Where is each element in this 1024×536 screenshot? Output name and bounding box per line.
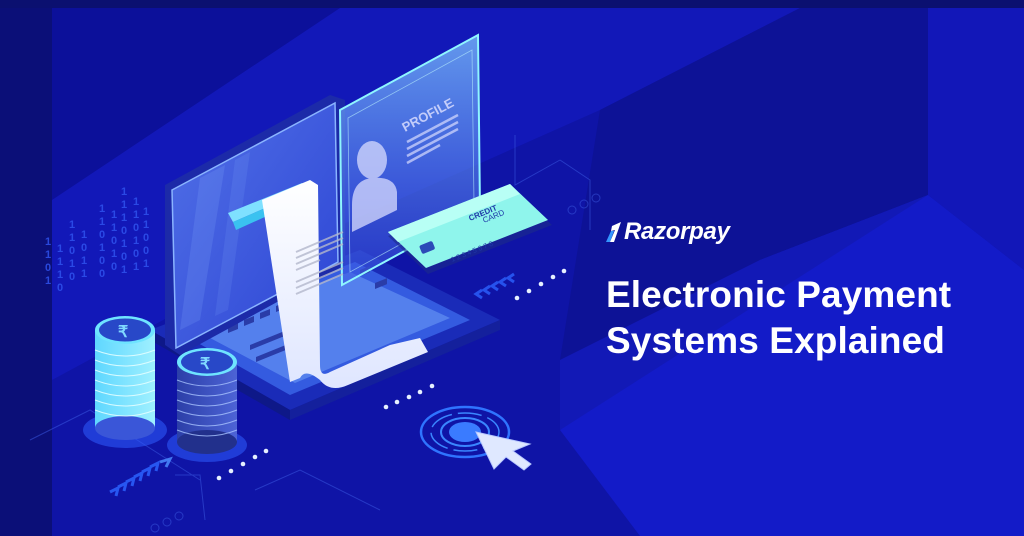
credit-card: CREDIT CARD 1 2 3 4 5 6 7 8 [388,184,552,274]
svg-text:1: 1 [81,229,87,241]
svg-text:0: 0 [45,262,51,274]
svg-text:0: 0 [99,229,105,241]
svg-text:1: 1 [133,261,139,273]
svg-text:1: 1 [45,249,51,261]
coin-stack-dark: ₹ [167,348,247,462]
svg-text:0: 0 [143,245,149,257]
arrow-chevrons-bottom [109,456,173,497]
svg-text:0: 0 [69,245,75,257]
headline-line-2: Systems Explained [606,320,945,361]
svg-text:1: 1 [69,219,75,231]
svg-text:0: 0 [69,271,75,283]
svg-text:0: 0 [121,225,127,237]
glow-dots-laptop [383,383,435,410]
card-chip-icon [419,241,435,254]
svg-text:1: 1 [57,256,63,268]
svg-text:1: 1 [57,243,63,255]
svg-text:1: 1 [81,255,87,267]
headline-line-1: Electronic Payment [606,274,952,315]
razorpay-logo-mark-icon [606,222,621,242]
svg-text:1: 1 [81,268,87,280]
user-avatar-icon [352,141,397,232]
svg-text:1: 1 [57,269,63,281]
svg-text:1: 1 [69,258,75,270]
svg-text:1: 1 [69,232,75,244]
brand-logo: Razorpay [604,218,730,246]
svg-text:0: 0 [133,248,139,260]
svg-text:0: 0 [121,251,127,263]
laptop-screen [165,95,345,355]
brand-name: Razorpay [624,218,730,245]
svg-text:1: 1 [45,275,51,287]
svg-text:1: 1 [99,216,105,228]
svg-text:0: 0 [111,235,117,247]
svg-text:1: 1 [45,236,51,248]
svg-text:1: 1 [121,238,127,250]
svg-text:1: 1 [133,209,139,221]
rupee-symbol-icon: ₹ [118,324,128,341]
svg-text:1: 1 [111,222,117,234]
svg-text:1: 1 [143,206,149,218]
svg-text:1: 1 [99,203,105,215]
svg-text:0: 0 [81,242,87,254]
svg-text:1: 1 [121,264,127,276]
svg-text:0: 0 [143,232,149,244]
arrow-chevrons-right [473,272,515,300]
svg-text:0: 0 [99,255,105,267]
svg-text:1: 1 [121,186,127,198]
svg-text:1: 1 [143,258,149,270]
page-title: Electronic Payment Systems Explained [606,272,951,364]
svg-text:1: 1 [111,209,117,221]
svg-text:0: 0 [111,261,117,273]
svg-text:0: 0 [99,268,105,280]
click-target-rings [419,405,511,459]
svg-text:1: 1 [121,199,127,211]
svg-text:0: 0 [133,222,139,234]
receipt-icon [228,180,428,389]
svg-text:1: 1 [99,242,105,254]
svg-text:0: 0 [57,282,63,294]
svg-text:1: 1 [121,212,127,224]
rupee-symbol-icon: ₹ [200,356,210,373]
cursor-pointer-icon [475,431,532,471]
coin-stack-light: ₹ [83,316,167,448]
svg-text:1: 1 [133,196,139,208]
glow-dots-bottom [216,448,269,481]
svg-text:1: 1 [133,235,139,247]
svg-text:1: 1 [143,219,149,231]
glow-dots-right [514,268,567,301]
svg-text:1: 1 [111,248,117,260]
